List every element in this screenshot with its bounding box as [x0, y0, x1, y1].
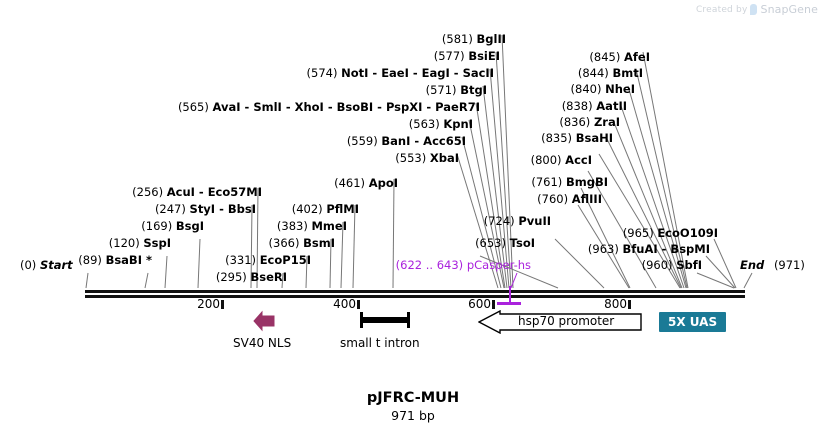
ruler-tick-600	[492, 300, 495, 309]
feature-shape-sv40-nls[interactable]	[252, 308, 280, 334]
ruler-bar-bottom	[85, 295, 745, 298]
site-label-EcoO109I[interactable]: (965) EcoO109I	[622, 226, 718, 240]
pcasper-hs-marker-bar	[497, 302, 521, 305]
watermark-prefix: Created by	[695, 4, 748, 15]
site-label-BglII[interactable]: (581) BglII	[441, 32, 506, 46]
site-label-BseRI[interactable]: (295) BseRI	[215, 270, 287, 284]
ruler-tick-200	[221, 300, 224, 309]
site-label-XbaI[interactable]: (553) XbaI	[395, 151, 459, 165]
ruler-ticklabel-400: 400	[333, 297, 356, 311]
site-label-AccI[interactable]: (800) AccI	[530, 153, 592, 167]
feature-label-5x-uas[interactable]: 5X UAS	[659, 312, 727, 332]
site-label-StyI-BbsI[interactable]: (247) StyI - BbsI	[154, 202, 256, 216]
site-label-AatII[interactable]: (838) AatII	[561, 99, 627, 113]
site-label-PflMI[interactable]: (402) PflMI	[291, 202, 359, 216]
ruler-ticklabel-200: 200	[197, 297, 220, 311]
site-label-KpnI[interactable]: (563) KpnI	[408, 117, 473, 131]
site-label-AvaI-group[interactable]: (565) AvaI - SmlI - XhoI - BsoBI - PspXI…	[177, 100, 480, 114]
site-label-BmtI[interactable]: (844) BmtI	[577, 66, 643, 80]
site-label-SspI[interactable]: (120) SspI	[108, 236, 171, 250]
ruler-bar-top	[85, 290, 745, 293]
site-label-BanI-Acc65I[interactable]: (559) BanI - Acc65I	[346, 134, 466, 148]
ruler-tick-400	[357, 300, 360, 309]
site-label-BsaHI[interactable]: (835) BsaHI	[541, 131, 613, 145]
pcasper-hs-marker-line	[509, 286, 511, 302]
site-label-BmgBI[interactable]: (761) BmgBI	[531, 175, 608, 189]
feature-label-hsp70-promoter: hsp70 promoter	[518, 314, 615, 328]
site-label-NotI-group[interactable]: (574) NotI - EaeI - EagI - SacII	[306, 66, 494, 80]
feature-label-sv40-nls: SV40 NLS	[233, 336, 292, 350]
snapgene-watermark: Created by SnapGene	[696, 3, 818, 16]
ruler-end-label: End (971)	[740, 258, 805, 272]
site-label-ApoI[interactable]: (461) ApoI	[334, 176, 398, 190]
ruler-start-label: (0) Start	[20, 258, 73, 272]
site-label-EcoP15I[interactable]: (331) EcoP15I	[225, 253, 311, 267]
page-title: pJFRC-MUH	[366, 390, 460, 406]
site-label-PvuII[interactable]: (724) PvuII	[483, 214, 551, 228]
site-label-BsiEI[interactable]: (577) BsiEI	[433, 49, 500, 63]
site-label-BsaBI[interactable]: (89) BsaBI *	[78, 253, 152, 267]
site-label-BtgI[interactable]: (571) BtgI	[425, 83, 487, 97]
feature-shape-small-t-intron[interactable]	[360, 312, 410, 330]
site-label-MmeI[interactable]: (383) MmeI	[276, 219, 347, 233]
site-label-NheI[interactable]: (840) NheI	[570, 82, 635, 96]
feature-shape-hsp70-promoter[interactable]	[478, 310, 642, 334]
site-label-AcuI-Eco57MI[interactable]: (256) AcuI - Eco57MI	[132, 185, 262, 199]
ruler-ticklabel-600: 600	[468, 297, 491, 311]
site-label-SbfI[interactable]: (960) SbfI	[641, 258, 702, 272]
site-label-AflIII[interactable]: (760) AflIII	[537, 192, 602, 206]
ruler-ticklabel-800: 800	[604, 297, 627, 311]
site-label-TsoI[interactable]: (653) TsoI	[475, 236, 535, 250]
site-label-AfeI[interactable]: (845) AfeI	[589, 50, 650, 64]
plasmid-length: 971 bp	[391, 408, 435, 423]
site-label-BfuAI-BspMI[interactable]: (963) BfuAI - BspMI	[587, 242, 710, 256]
site-label-BsmI[interactable]: (366) BsmI	[268, 236, 335, 250]
snapgene-logo-icon	[750, 4, 758, 15]
site-label-BsgI[interactable]: (169) BsgI	[141, 219, 204, 233]
watermark-brand: SnapGene	[760, 3, 818, 16]
site-label-ZraI[interactable]: (836) ZraI	[559, 115, 620, 129]
feature-label-small-t-intron: small t intron	[340, 336, 420, 350]
ruler-tick-800	[628, 300, 631, 309]
feature-label-pCasper-hs[interactable]: (622 .. 643) pCasper-hs	[395, 258, 531, 272]
